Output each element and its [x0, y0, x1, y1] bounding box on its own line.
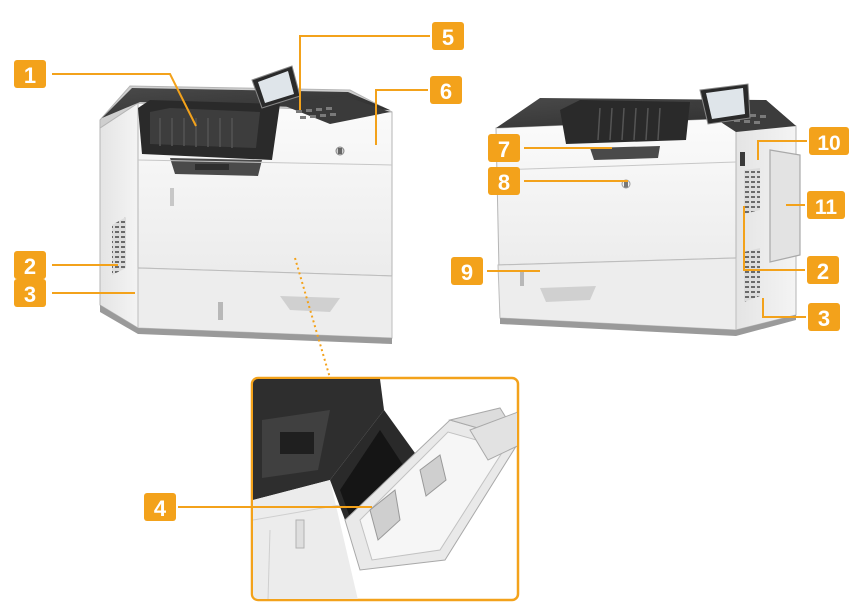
svg-text:2: 2 — [817, 259, 829, 284]
svg-text:3: 3 — [818, 306, 830, 331]
callout-11: 11 — [807, 191, 845, 219]
callout-4: 4 — [144, 493, 176, 521]
svg-text:4: 4 — [154, 496, 167, 521]
svg-text:10: 10 — [817, 132, 840, 155]
svg-text:7: 7 — [498, 137, 510, 162]
callout-badges: 1 2 3 4 5 6 7 8 — [14, 22, 849, 521]
svg-text:2: 2 — [24, 254, 36, 279]
leader-lines — [52, 35, 807, 508]
svg-text:9: 9 — [461, 260, 473, 285]
svg-text:6: 6 — [440, 79, 452, 104]
callout-2-right: 2 — [807, 256, 839, 284]
callout-7: 7 — [488, 134, 520, 162]
callout-2-left: 2 — [14, 251, 46, 279]
svg-text:5: 5 — [442, 25, 454, 50]
callout-8: 8 — [488, 167, 520, 195]
callout-3-left: 3 — [14, 279, 46, 307]
callout-10: 10 — [809, 127, 849, 155]
zoom-inset — [250, 257, 520, 602]
svg-text:3: 3 — [24, 282, 36, 307]
svg-text:11: 11 — [815, 196, 838, 219]
svg-text:1: 1 — [24, 63, 36, 88]
callout-5: 5 — [432, 22, 464, 50]
callout-9: 9 — [451, 257, 483, 285]
callout-6: 6 — [430, 76, 462, 104]
callout-3-right: 3 — [808, 303, 840, 331]
printer-right-view — [495, 83, 801, 336]
callout-1: 1 — [14, 60, 46, 88]
svg-text:8: 8 — [498, 170, 510, 195]
printer-front-view — [99, 65, 393, 344]
